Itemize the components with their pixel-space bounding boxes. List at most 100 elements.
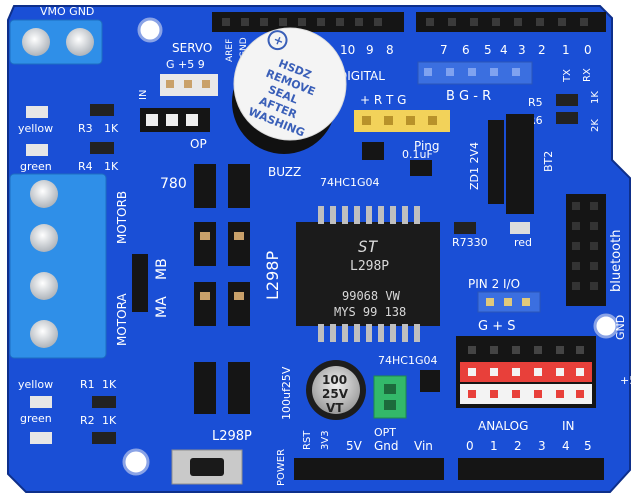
chip-brand: ST — [358, 237, 379, 256]
r5-label: R5 — [528, 96, 543, 109]
vmo-screw-1[interactable] — [22, 28, 50, 56]
yellow-top-label: yellow — [18, 122, 53, 135]
d7-label: 7 — [440, 43, 448, 57]
l298p-chip: ST L298P 99068 VW MYS 99 138 — [296, 206, 440, 342]
op-label: OP — [190, 137, 207, 151]
motor-screw-1[interactable] — [30, 180, 58, 208]
ping-pins-label: + R T G — [360, 93, 406, 107]
gnd-side-label: GND — [614, 315, 627, 340]
a2-label: 2 — [514, 439, 522, 453]
pin-io-label: PIN 2 I/O — [468, 277, 520, 291]
analog-in-label: IN — [562, 419, 575, 433]
svg-text:+: + — [271, 32, 286, 49]
r3-resistor — [90, 104, 114, 116]
tx-label: TX — [562, 69, 573, 83]
rgb-header[interactable] — [417, 61, 533, 85]
gs-label: G + S — [478, 319, 515, 334]
d3-label: 3 — [518, 43, 526, 57]
motor-screw-2[interactable] — [30, 224, 58, 252]
r7-label: R7330 — [452, 236, 488, 249]
motor-led-header — [132, 254, 148, 312]
servo-label: SERVO — [172, 41, 212, 55]
r2-value: 1K — [102, 414, 117, 427]
green-led-top — [26, 144, 48, 156]
yellow-led-top — [26, 106, 48, 118]
aref-label: AREF — [225, 39, 235, 62]
mount-hole-top — [137, 17, 163, 43]
green-top-label: green — [20, 160, 52, 173]
motor-screw-4[interactable] — [30, 320, 58, 348]
chip-name: L298P — [350, 259, 389, 274]
vin-label: Vin — [414, 439, 433, 453]
r3-value: 1K — [104, 122, 119, 135]
bt2-header[interactable] — [506, 114, 534, 214]
sensor-header-array[interactable] — [456, 336, 596, 408]
reg-label: 780 — [160, 176, 187, 192]
power-header[interactable] — [294, 458, 444, 480]
vmo-label: VMO GND — [40, 5, 94, 18]
rx-label: RX — [582, 68, 593, 82]
l298p-side-label: L298P — [263, 251, 282, 300]
power-label: POWER — [276, 449, 287, 486]
r5-resistor — [556, 94, 578, 106]
r7-resistor — [454, 222, 476, 234]
motor-terminal-block[interactable] — [9, 173, 107, 359]
yellow-led-bottom — [30, 396, 52, 408]
bluetooth-header[interactable] — [566, 194, 606, 306]
r1-value: 1K — [102, 378, 117, 391]
r2-resistor — [92, 432, 116, 444]
buzzer-seal: + HSDZ REMOVE SEAL AFTER WASHING — [233, 27, 347, 141]
analog-header[interactable] — [458, 458, 604, 480]
green-led-bottom — [30, 432, 52, 444]
analog-label: ANALOG — [478, 419, 528, 433]
zd-label: ZD1 2V4 — [468, 142, 481, 190]
logic1-label: 74HC1G04 — [320, 176, 379, 189]
two-k-label: 2K — [590, 119, 601, 132]
d1-label: 1 — [562, 43, 570, 57]
one-k-label: 1K — [590, 91, 601, 104]
r4-label: R4 — [78, 160, 93, 173]
servo-header[interactable] — [160, 74, 218, 96]
l298p-bottom-label: L298P — [212, 429, 252, 444]
gnd-pwr-label: Gnd — [374, 439, 399, 453]
in-op-header[interactable] — [140, 108, 210, 132]
mount-hole-bottom-left — [122, 448, 150, 476]
opt-jumper[interactable] — [373, 375, 407, 419]
vmo-screw-2[interactable] — [66, 28, 94, 56]
bluetooth-label: bluetooth — [609, 230, 624, 292]
cap-top-2: 25V — [322, 387, 349, 401]
digital-header-right[interactable] — [416, 12, 606, 32]
cap-label: 0.1uF — [402, 148, 433, 161]
d10-label: 10 — [340, 43, 355, 57]
a0-label: 0 — [466, 439, 474, 453]
r4-resistor — [90, 142, 114, 154]
r4-value: 1K — [104, 160, 119, 173]
red-label: red — [514, 236, 532, 249]
digital-header-left[interactable] — [212, 12, 404, 32]
ma-label: MA — [154, 296, 170, 318]
r2-label: R2 — [80, 414, 95, 427]
in-label: IN — [138, 90, 149, 100]
mount-hole-right — [593, 313, 619, 339]
ic-small-1 — [362, 142, 384, 160]
zd1-diode — [488, 120, 504, 204]
gnd-top-label: GND — [239, 37, 249, 58]
d9-label: 9 — [366, 43, 374, 57]
plus5-label: +5 — [620, 374, 636, 387]
motor-screw-3[interactable] — [30, 272, 58, 300]
chip-code-1: 99068 VW — [342, 289, 401, 303]
reset-button[interactable] — [171, 449, 243, 485]
mb-label: MB — [154, 258, 170, 280]
r1-resistor — [92, 396, 116, 408]
ping-header[interactable] — [354, 110, 450, 132]
d5-label: 5 — [484, 43, 492, 57]
r6-resistor — [556, 112, 578, 124]
ic-small-3 — [420, 370, 440, 392]
ic-small-2 — [410, 160, 432, 176]
pin2-io-header[interactable] — [477, 291, 541, 313]
a3-label: 3 — [538, 439, 546, 453]
d0-label: 0 — [584, 43, 592, 57]
d8-label: 8 — [386, 43, 394, 57]
opt-label: OPT — [374, 426, 396, 439]
